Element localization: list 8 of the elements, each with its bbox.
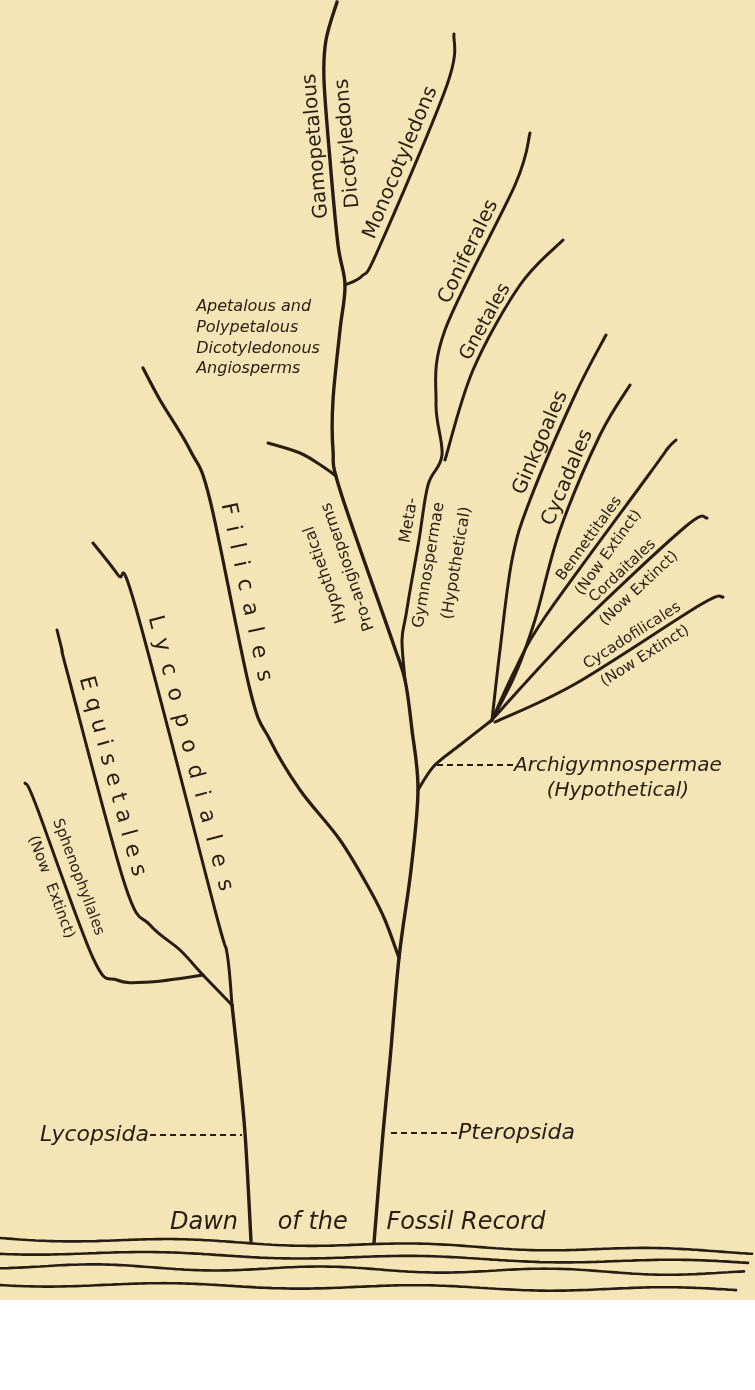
leader-line	[149, 1134, 243, 1136]
branch-label: Apetalous and Polypetalous Dicotyledonous Angiosperms	[196, 296, 320, 380]
group-label: Archigymnospermae (Hypothetical)	[514, 752, 722, 802]
group-label: Lycopsida	[40, 1121, 150, 1148]
horizon-label: Dawn of the Fossil Record	[170, 1207, 546, 1236]
group-label: Pteropsida	[458, 1119, 575, 1146]
branch-label: Gamopetalous Dicotyledons	[294, 71, 363, 220]
leader-line	[436, 764, 514, 766]
